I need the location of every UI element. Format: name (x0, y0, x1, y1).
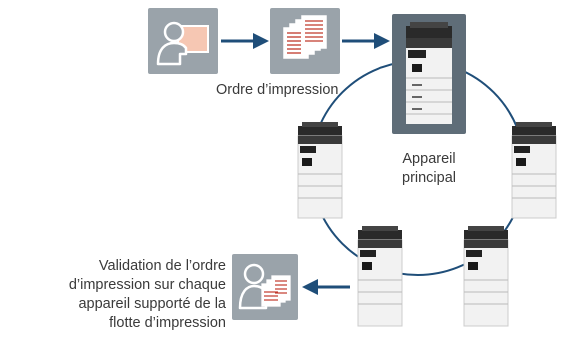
main-printer-tile (392, 14, 466, 134)
user-documents-tile (232, 254, 298, 320)
document-stack-icon (283, 15, 327, 59)
printer-bottom-right-icon (463, 226, 509, 327)
printer-bottom-left-icon (357, 226, 403, 327)
validation-label: Validation de l’ordre d’impression sur c… (20, 257, 226, 333)
main-device-label: Appareil principal (386, 150, 472, 188)
main-device-label-text: Appareil principal (402, 151, 456, 186)
validation-line-2: d’impression sur chaque (68, 277, 226, 293)
printer-left-icon (297, 122, 343, 219)
documents-tile (270, 8, 340, 74)
validation-line-1: Validation de l’ordre (98, 258, 226, 274)
printer-right-icon (511, 122, 557, 219)
user-documents-icon (238, 263, 291, 310)
validation-line-3: appareil supporté de la (78, 296, 226, 312)
user-tile (148, 8, 218, 74)
print-job-label: Ordre d’impression (216, 82, 339, 98)
user-computer-icon (156, 21, 209, 66)
validation-line-4: flotte d’impression (109, 315, 226, 331)
multifunction-printer-icon (406, 22, 452, 124)
